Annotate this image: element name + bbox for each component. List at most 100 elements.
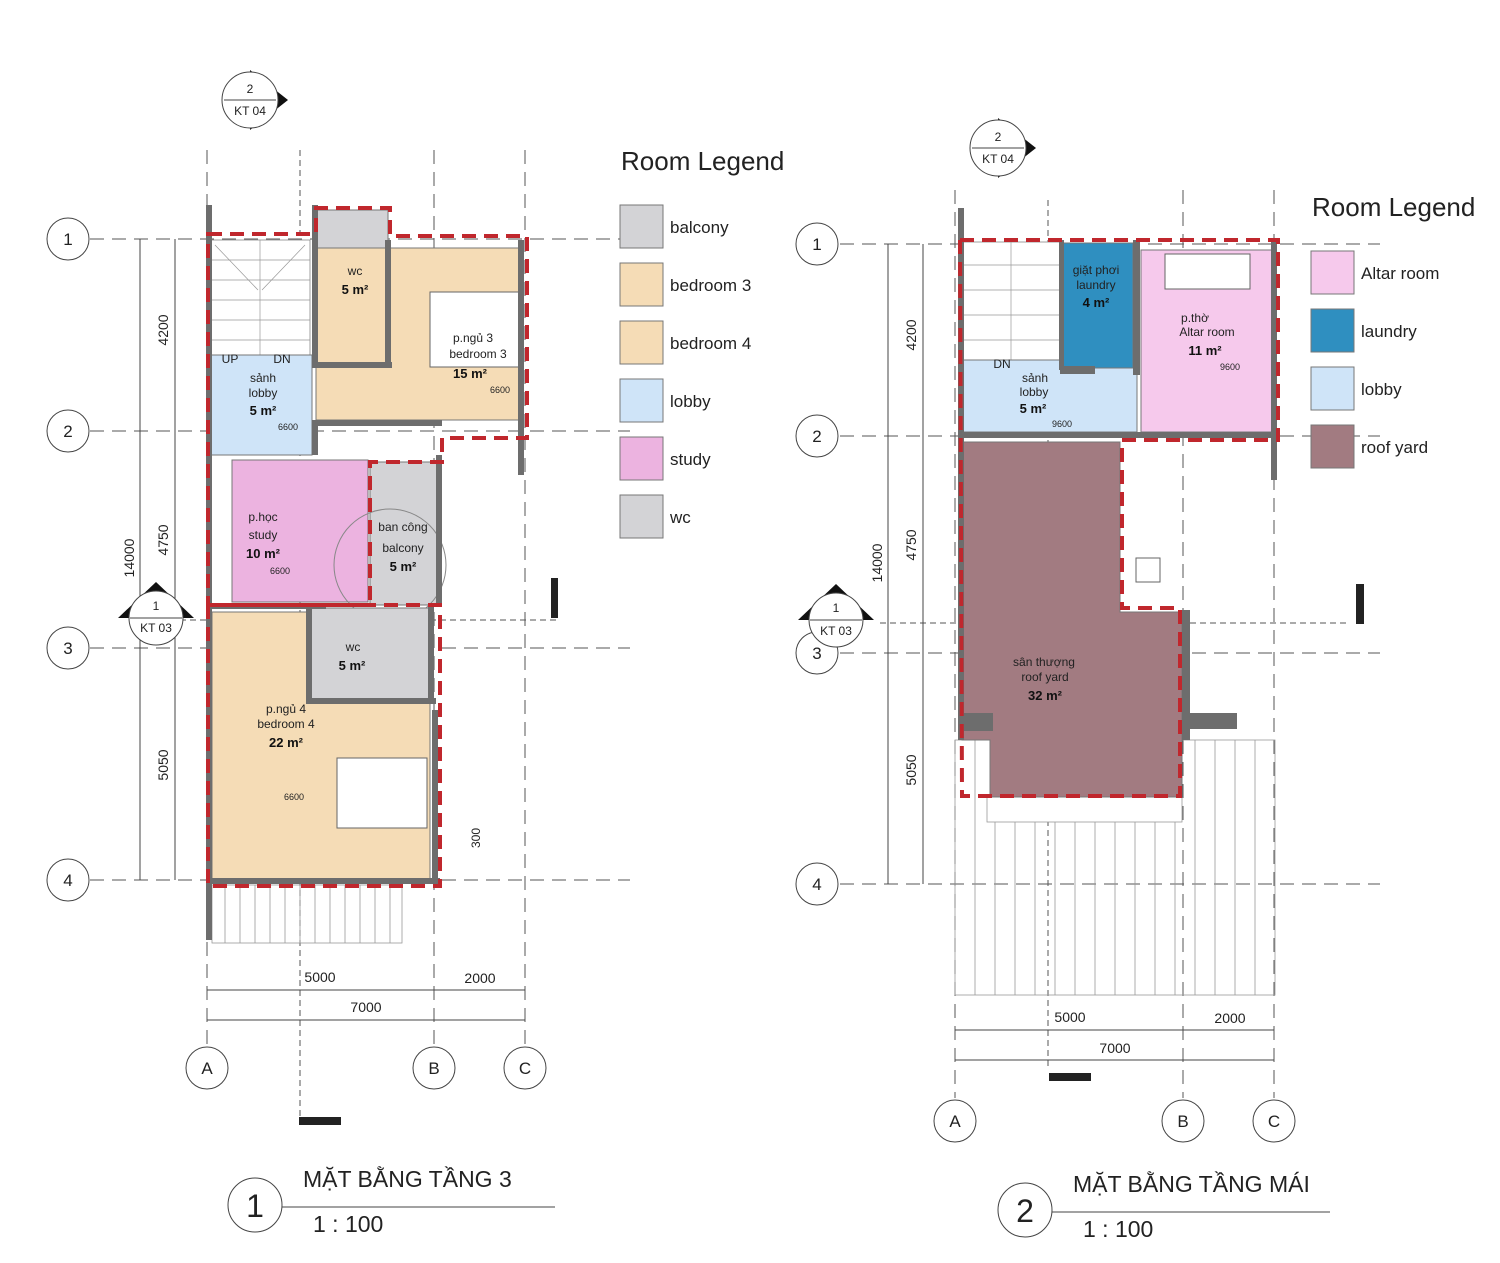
svg-text:1: 1 <box>246 1188 264 1224</box>
floor-drain <box>1135 557 1161 583</box>
svg-text:4: 4 <box>812 875 821 894</box>
roof-slats <box>954 739 1276 996</box>
plan-title: MẶT BẰNG TẦNG MÁI <box>1073 1170 1310 1197</box>
svg-text:4200: 4200 <box>155 314 171 345</box>
room-balcony <box>369 461 441 606</box>
room-name-vn: p.thờ <box>1181 311 1209 325</box>
room-name: roof yard <box>1021 670 1068 684</box>
room-name: wc <box>345 640 361 654</box>
room-area: 4 m² <box>1083 295 1110 310</box>
room-legend: Room Legend Altar room laundry lobby roo… <box>1310 192 1475 469</box>
bed <box>429 291 521 368</box>
room-area: 5 m² <box>342 282 369 297</box>
legend-swatch <box>619 204 664 249</box>
svg-text:4200: 4200 <box>903 319 919 350</box>
room-area: 5 m² <box>1020 401 1047 416</box>
svg-text:7000: 7000 <box>350 999 381 1015</box>
legend-swatch <box>1310 308 1355 353</box>
svg-text:3: 3 <box>63 639 72 658</box>
zone-outline <box>957 238 1280 798</box>
legend-label: laundry <box>1361 322 1417 341</box>
svg-text:KT 04: KT 04 <box>234 104 266 118</box>
svg-text:2000: 2000 <box>464 970 495 986</box>
room-lobby <box>961 359 1138 433</box>
room-area: 32 m² <box>1028 688 1063 703</box>
room-name: wc <box>347 264 363 278</box>
room-labels: DN giặt phơi laundry 4 m² p.thờ Altar ro… <box>993 263 1240 703</box>
room-name: Altar room <box>1179 325 1234 339</box>
section-cut-mark <box>551 578 558 618</box>
plan-title-2: 2 MẶT BẰNG TẦNG MÁI 1 : 100 <box>997 1170 1330 1242</box>
svg-text:B: B <box>428 1059 439 1078</box>
plan-roof-floor: DN giặt phơi laundry 4 m² p.thờ Altar ro… <box>795 118 1475 1242</box>
altar-table <box>1164 253 1251 290</box>
room-name: lobby <box>1020 385 1049 399</box>
legend-title: Room Legend <box>621 146 784 176</box>
legend-label: lobby <box>1361 380 1402 399</box>
svg-text:2: 2 <box>247 82 254 96</box>
svg-text:5000: 5000 <box>304 969 335 985</box>
room-name-vn: sảnh <box>250 371 276 385</box>
bed <box>336 757 428 829</box>
svg-text:7000: 7000 <box>1099 1040 1130 1056</box>
stair-treads <box>962 242 1060 360</box>
legend-swatch <box>619 494 664 539</box>
legend-label: roof yard <box>1361 438 1428 457</box>
plan-title: MẶT BẰNG TẦNG 3 <box>303 1165 512 1192</box>
legend-swatch <box>619 436 664 481</box>
zone-outline <box>206 206 529 607</box>
room-name: study <box>249 528 278 542</box>
plan-scale: 1 : 100 <box>1083 1216 1153 1242</box>
level-mark: 6600 <box>270 566 290 576</box>
dimension-label: 300 <box>469 828 483 848</box>
level-mark: 9600 <box>1220 362 1240 372</box>
svg-text:KT 04: KT 04 <box>982 152 1014 166</box>
room-name: balcony <box>382 541 423 555</box>
room-name-vn: sảnh <box>1022 371 1048 385</box>
zone-outline <box>206 603 442 888</box>
stair-treads <box>210 240 310 355</box>
room-name-vn: p.ngủ 3 <box>453 331 493 345</box>
svg-text:5000: 5000 <box>1054 1009 1085 1025</box>
room-name-vn: giặt phơi <box>1073 263 1120 277</box>
legend-label: Altar room <box>1361 264 1439 283</box>
section-cut-mark <box>299 1117 341 1125</box>
legend-label: bedroom 4 <box>670 334 751 353</box>
svg-text:14000: 14000 <box>121 538 137 577</box>
room-name: bedroom 3 <box>449 347 507 361</box>
legend-swatch <box>1310 424 1355 469</box>
svg-text:1: 1 <box>63 230 72 249</box>
svg-text:KT 03: KT 03 <box>820 624 852 638</box>
room-name-vn: sân thượng <box>1013 655 1075 669</box>
terrace-slats <box>211 884 403 944</box>
svg-text:2: 2 <box>995 130 1002 144</box>
room-area: 5 m² <box>390 559 417 574</box>
level-mark: 9600 <box>1052 419 1072 429</box>
room-name-vn: ban công <box>378 520 427 534</box>
legend-label: study <box>670 450 711 469</box>
room-area: 15 m² <box>453 366 488 381</box>
legend-title: Room Legend <box>1312 192 1475 222</box>
svg-text:4750: 4750 <box>155 524 171 555</box>
stair-up-label: UP <box>222 352 239 366</box>
section-marker-side: 1 KT 03 <box>798 584 874 648</box>
section-cut-mark <box>1356 584 1364 624</box>
svg-text:2: 2 <box>812 427 821 446</box>
svg-text:C: C <box>519 1059 531 1078</box>
legend-swatch <box>1310 250 1355 295</box>
svg-text:C: C <box>1268 1112 1280 1131</box>
room-area: 11 m² <box>1188 343 1222 358</box>
legend-swatch <box>619 262 664 307</box>
svg-text:1: 1 <box>153 599 160 613</box>
svg-text:14000: 14000 <box>869 543 885 582</box>
plan-scale: 1 : 100 <box>313 1211 383 1237</box>
legend-label: wc <box>669 508 691 527</box>
svg-text:2: 2 <box>63 422 72 441</box>
room-area: 10 m² <box>246 546 281 561</box>
room-area: 22 m² <box>269 735 304 750</box>
room-name: bedroom 4 <box>257 717 315 731</box>
dimensions: 14000 4200 4750 5050 5000 2000 7000 <box>869 244 1274 1061</box>
level-mark: 6600 <box>284 792 304 802</box>
room-labels: UP DN wc 5 m² sảnh lobby 5 m² 6600 p.ngủ… <box>222 264 510 848</box>
